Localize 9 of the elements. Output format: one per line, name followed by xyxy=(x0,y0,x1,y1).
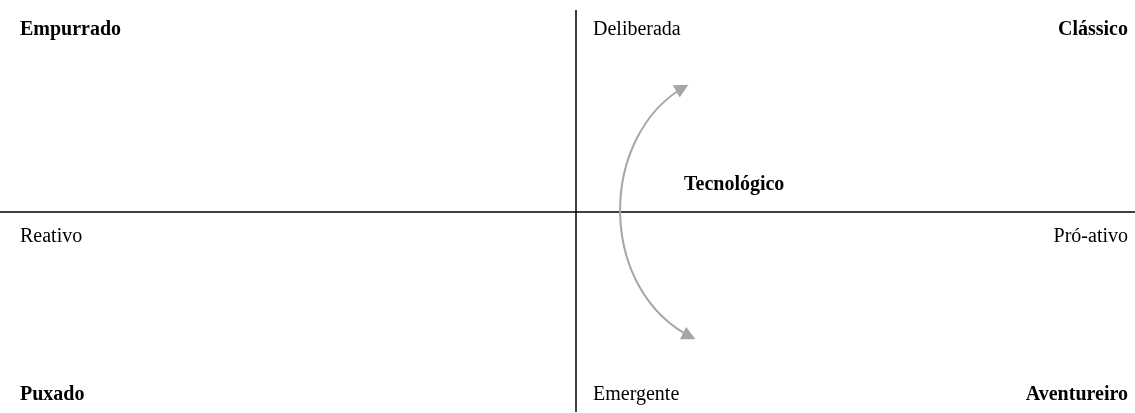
axis-label: Pró-ativo xyxy=(1053,223,1128,247)
quadrant-label: Empurrado xyxy=(20,16,122,40)
quadrant-label: Aventureiro xyxy=(1025,381,1128,405)
quadrant-label: Puxado xyxy=(20,381,85,405)
axis-label: Reativo xyxy=(20,223,83,247)
quadrant-label: Clássico xyxy=(1058,16,1128,40)
quadrant-label: Tecnológico xyxy=(684,171,785,195)
axis-label: Emergente xyxy=(593,381,680,405)
axis-label: Deliberada xyxy=(593,16,681,40)
